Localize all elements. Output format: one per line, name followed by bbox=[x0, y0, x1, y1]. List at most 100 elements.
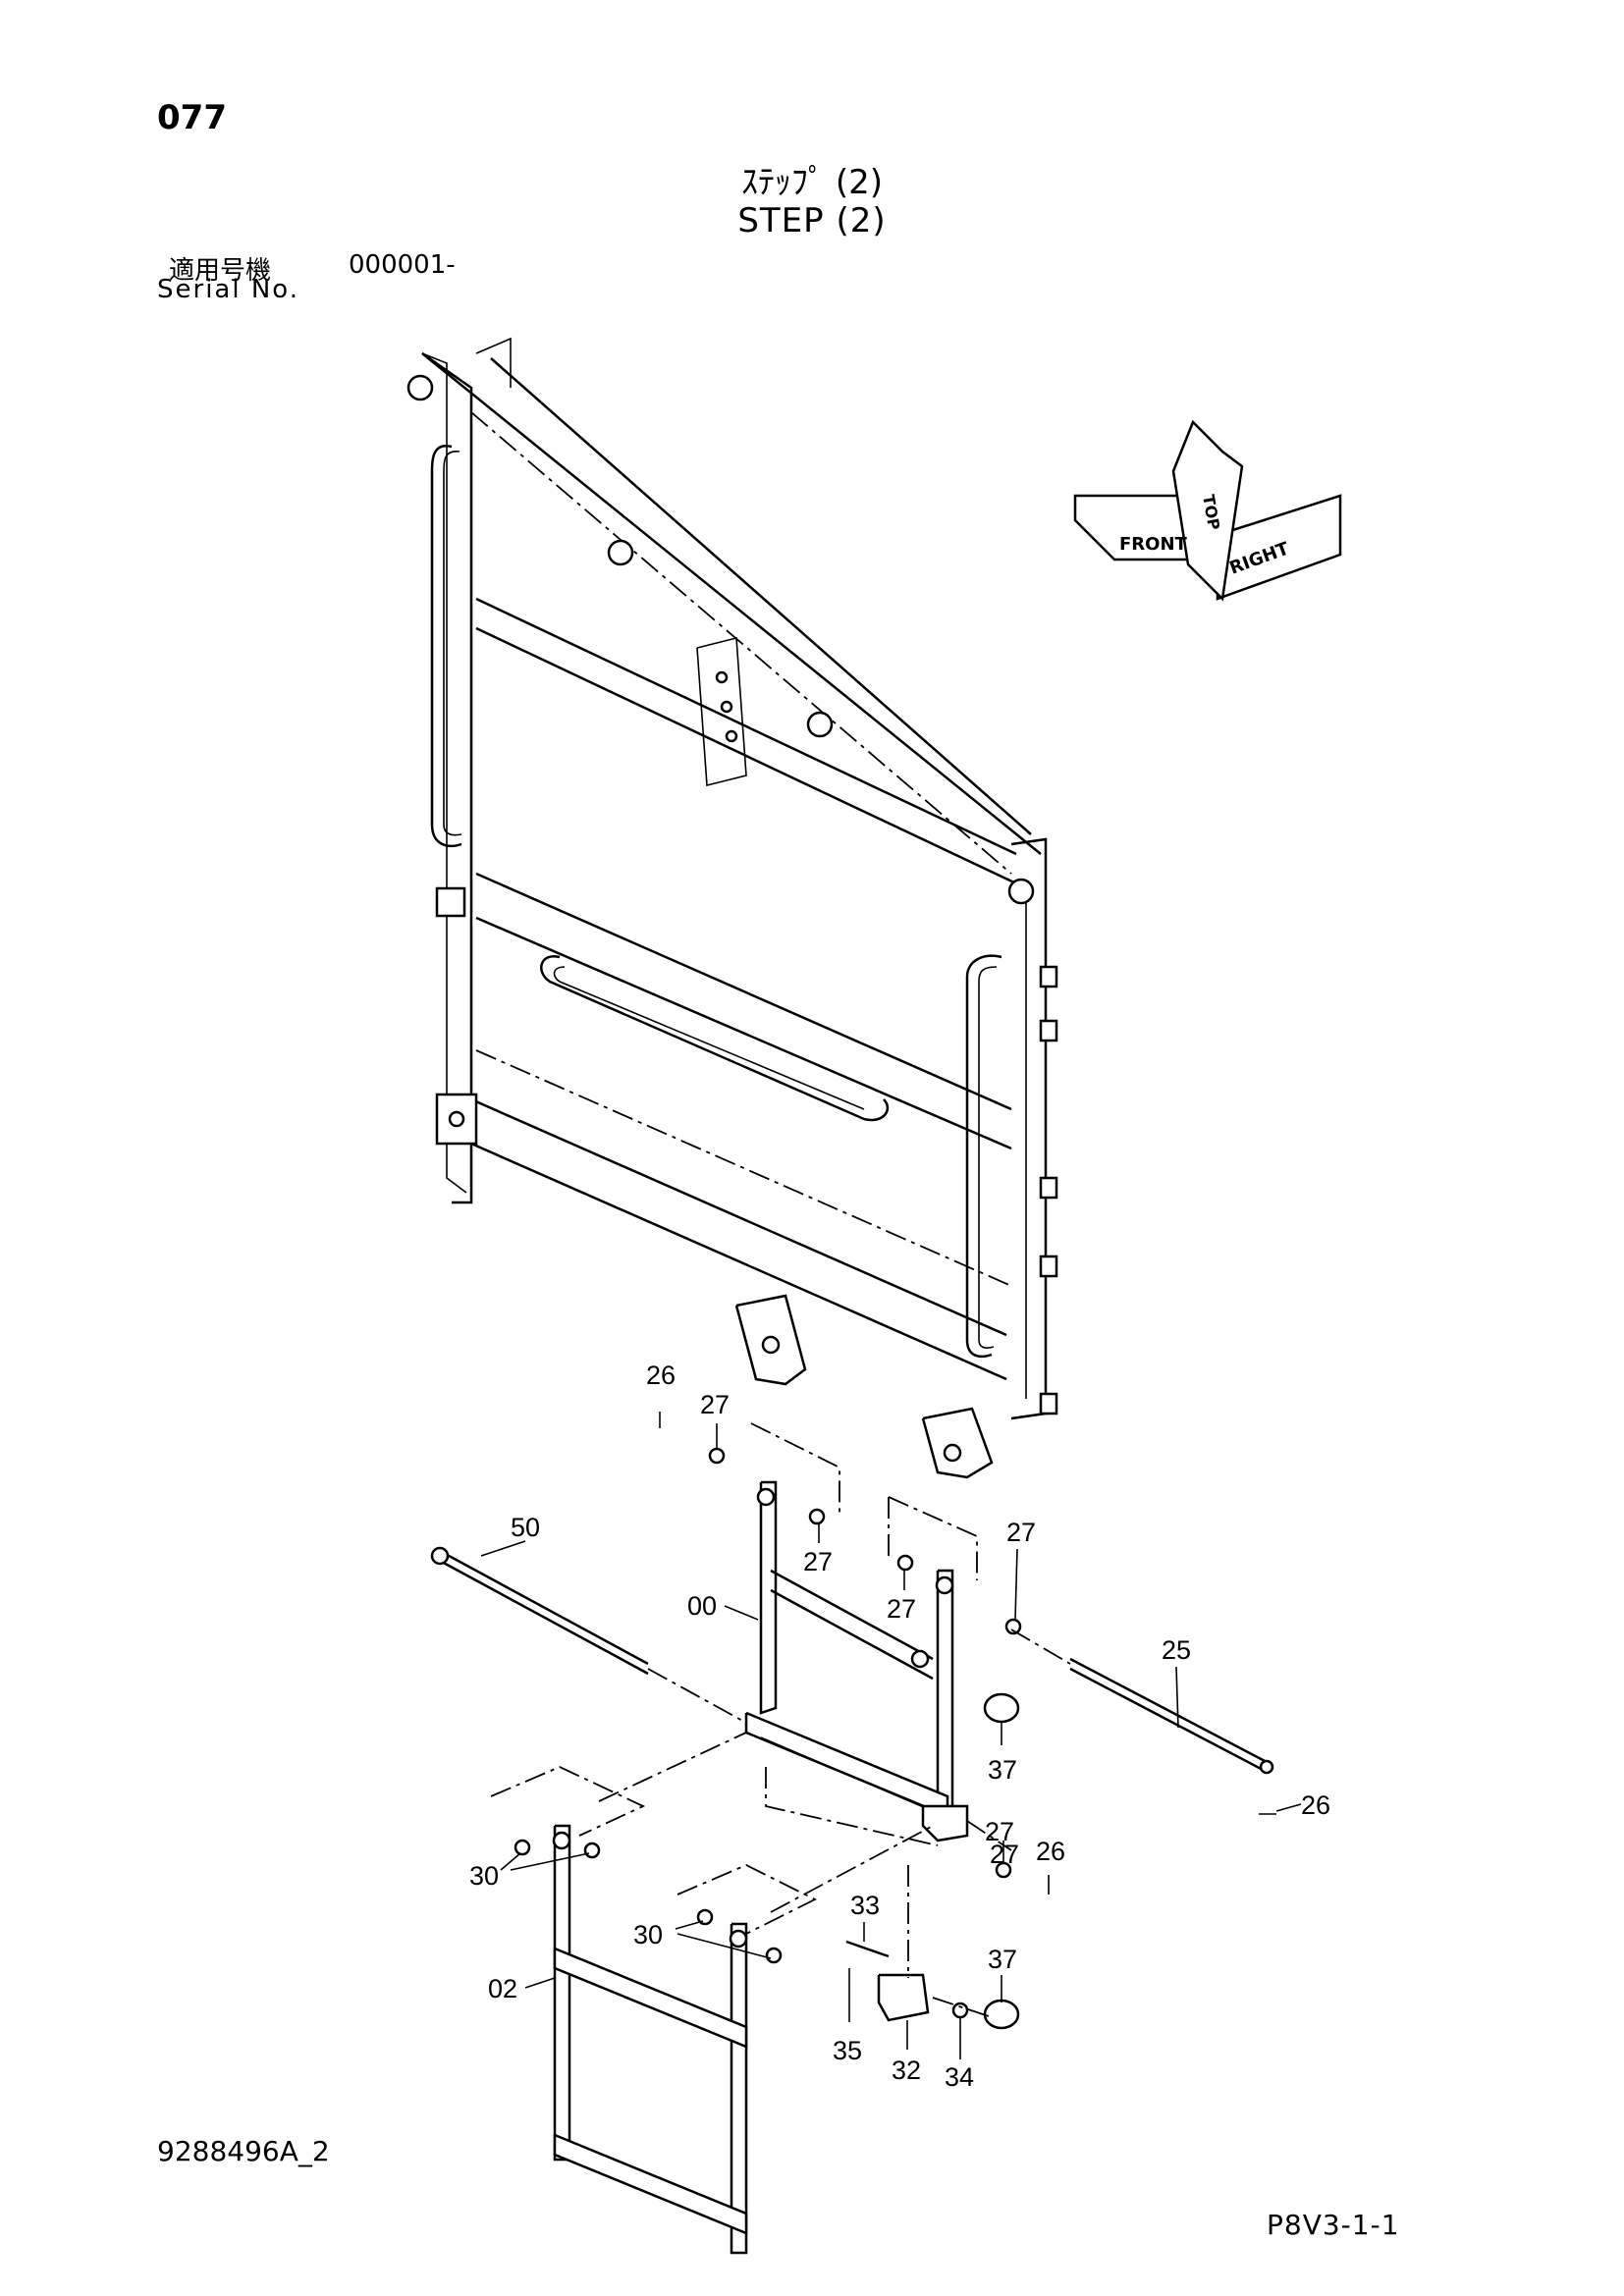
washer-27 bbox=[896, 1554, 914, 1572]
callout-30: 30 bbox=[469, 1861, 499, 1891]
callout-02: 02 bbox=[488, 1974, 517, 2003]
ladder-bottom-bracket bbox=[921, 1804, 969, 1842]
leader bbox=[724, 1605, 759, 1621]
callout-27: 27 bbox=[990, 1840, 1019, 1869]
tab-hole bbox=[448, 1110, 465, 1128]
frame-cross-lower-dash bbox=[475, 1049, 1012, 1287]
guide-line bbox=[1010, 1629, 1071, 1665]
mount-tab bbox=[1039, 1176, 1058, 1200]
callout-25: 25 bbox=[1162, 1635, 1191, 1665]
guide-line bbox=[765, 1767, 939, 1846]
frame-top-plate bbox=[475, 337, 512, 388]
ladder-pivot bbox=[756, 1487, 776, 1507]
main-frame bbox=[406, 337, 1058, 1479]
lower-left-rail bbox=[553, 1824, 571, 2162]
callout-26: 26 bbox=[646, 1361, 676, 1390]
bracket-hole bbox=[761, 1335, 781, 1355]
mount-tab bbox=[1039, 1255, 1058, 1278]
middle-handle-inner bbox=[553, 966, 865, 1110]
frame-bolt bbox=[1007, 878, 1035, 905]
frame-left-post-inner bbox=[421, 352, 467, 1194]
callout-27: 27 bbox=[803, 1547, 833, 1576]
clip-37 bbox=[983, 1999, 1020, 2030]
ladder-step bbox=[744, 1711, 949, 1818]
ladder-step-teeth bbox=[760, 1736, 934, 1812]
callout-27: 27 bbox=[887, 1594, 916, 1624]
rod-25-end bbox=[1259, 1759, 1274, 1775]
frame-cross-upper bbox=[475, 597, 1017, 856]
ladder-pivot bbox=[935, 1575, 954, 1595]
frame-cross-mid-b bbox=[475, 916, 1012, 1150]
frame-top-beam bbox=[421, 352, 1042, 855]
callout-00: 00 bbox=[687, 1591, 717, 1621]
guide-line bbox=[647, 1668, 747, 1724]
guide-line bbox=[888, 1496, 978, 1580]
left-handle bbox=[430, 444, 462, 848]
rod-50 bbox=[439, 1549, 649, 1666]
guide-line bbox=[932, 1997, 993, 2018]
leader bbox=[1175, 1666, 1179, 1729]
rod-25-b bbox=[1069, 1667, 1268, 1774]
mount-tab bbox=[1039, 1392, 1058, 1415]
frame-top-beam-2 bbox=[490, 357, 1032, 835]
leader bbox=[510, 1852, 590, 1871]
frame-bolt bbox=[607, 539, 634, 566]
frame-top-beam-dash bbox=[470, 411, 1012, 875]
washer-27 bbox=[1004, 1618, 1022, 1635]
guide-line bbox=[750, 1422, 840, 1517]
frame-cross-mid bbox=[475, 872, 1012, 1111]
top-arrow-shape bbox=[1171, 419, 1244, 602]
rod-50-head bbox=[430, 1546, 450, 1566]
ladder-top-bar bbox=[770, 1569, 934, 1661]
small-parts bbox=[514, 1412, 1276, 2030]
page-number: 077 bbox=[157, 98, 227, 137]
lower-right-rail bbox=[730, 1922, 748, 2255]
callout-30: 30 bbox=[633, 1920, 663, 1949]
frame-bolt bbox=[406, 374, 434, 401]
bracket-32 bbox=[877, 1973, 930, 2022]
washer-30 bbox=[583, 1842, 601, 1859]
clip-37 bbox=[983, 1692, 1020, 1724]
right-handle bbox=[965, 954, 1002, 1359]
step-lower bbox=[552, 1824, 748, 2255]
step-ladder-upper bbox=[744, 1480, 969, 1842]
callout-33: 33 bbox=[850, 1891, 880, 1920]
frame-bolt bbox=[806, 711, 834, 738]
lower-step-upper bbox=[553, 1947, 748, 2049]
serial-label-japanese: 適用号機 bbox=[169, 256, 272, 286]
washer-30 bbox=[696, 1908, 714, 1926]
washer-27 bbox=[808, 1508, 826, 1525]
lower-pivot bbox=[552, 1831, 571, 1850]
callout-26: 26 bbox=[1301, 1790, 1330, 1820]
frame-right-post bbox=[1010, 837, 1048, 1420]
leader bbox=[675, 1920, 704, 1930]
leader bbox=[524, 1977, 556, 1989]
right-handle-inner bbox=[978, 966, 998, 1349]
leader bbox=[1275, 1803, 1302, 1812]
frame-cross-lower bbox=[470, 1097, 1007, 1337]
title-english: STEP (2) bbox=[737, 201, 887, 240]
leader bbox=[1014, 1548, 1018, 1621]
bolt-hole bbox=[715, 670, 729, 684]
washer-30 bbox=[765, 1947, 783, 1964]
assembly-guide-lines bbox=[490, 1422, 1071, 2018]
ladder-pivot bbox=[910, 1649, 930, 1669]
rods bbox=[430, 1546, 1274, 1775]
serial-label-english: Serial No. bbox=[157, 275, 299, 304]
callout-27-26: 27 bbox=[985, 1817, 1014, 1846]
leader bbox=[677, 1933, 772, 1959]
callout-labels: 26 27 27 27 27 27 50 00 25 37 26 27 26 3… bbox=[469, 1361, 1330, 2092]
rod-50-b bbox=[439, 1559, 649, 1676]
frame-cross-lower-b bbox=[470, 1142, 1007, 1381]
mount-tab bbox=[1039, 965, 1058, 988]
guide-line bbox=[598, 1732, 747, 1802]
bolt-hole bbox=[720, 700, 733, 714]
mount-tab bbox=[435, 886, 466, 918]
bolt-33 bbox=[845, 1940, 890, 1958]
guide-line-30-box bbox=[490, 1766, 646, 1837]
callout-37: 37 bbox=[988, 1945, 1017, 1974]
callout-32: 32 bbox=[892, 2056, 921, 2085]
callout-34: 34 bbox=[945, 2062, 974, 2092]
drawing-id: 9288496A_2 bbox=[157, 2135, 330, 2167]
